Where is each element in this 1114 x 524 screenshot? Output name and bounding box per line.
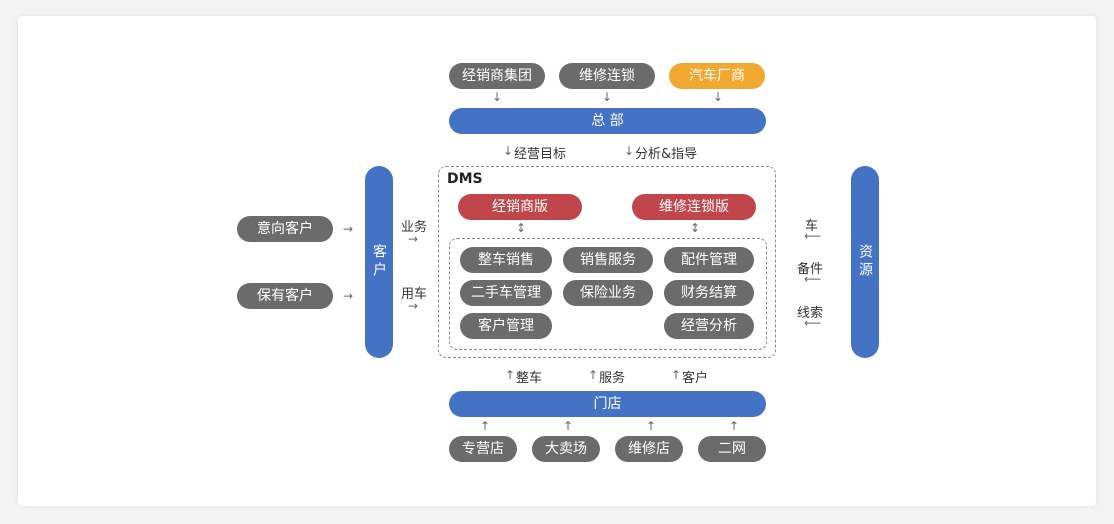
module-customer: 客户管理	[460, 313, 552, 339]
left-arrow-icon: ⟵	[804, 229, 822, 243]
up-arrow-icon: ↑	[729, 419, 740, 433]
up-arrow-icon: ↑	[646, 419, 657, 433]
edition-repair-chain: 维修连锁版	[632, 194, 756, 220]
up-arrow-icon: ↑	[480, 419, 491, 433]
store-label-service: 服务	[599, 371, 626, 386]
down-arrow-icon: ↓	[624, 144, 635, 158]
right-arrow-icon: →	[343, 289, 354, 303]
right-arrow-icon: →	[343, 222, 354, 236]
resource-bar-label: 资源	[857, 244, 873, 280]
customer-bar-label: 客户	[371, 244, 387, 280]
up-arrow-icon: ↑	[671, 368, 682, 382]
module-analytics: 经营分析	[664, 313, 754, 339]
resource-bar: 资源	[851, 166, 879, 358]
up-arrow-icon: ↑	[588, 368, 599, 382]
resource-label-parts: 备件	[797, 262, 824, 277]
left-arrow-icon: ⟵	[804, 316, 822, 330]
store-type-mall: 大卖场	[532, 436, 600, 462]
up-arrow-icon: ↑	[563, 419, 574, 433]
dms-title: DMS	[447, 171, 483, 187]
dms-box	[438, 166, 776, 358]
source-dealer-group: 经销商集团	[449, 63, 545, 89]
store-label-customer: 客户	[682, 371, 709, 386]
right-arrow-icon: →	[408, 299, 419, 313]
customer-prospect: 意向客户	[237, 216, 333, 242]
left-arrow-icon: ⟵	[804, 272, 822, 286]
modules-box	[449, 238, 767, 350]
module-sales-service: 销售服务	[563, 247, 653, 273]
store-type-repair: 维修店	[615, 436, 683, 462]
hq-label-analysis: 分析&指导	[635, 147, 698, 162]
hq-label-goals: 经营目标	[514, 147, 567, 162]
module-insurance: 保险业务	[563, 280, 653, 306]
module-vehicle-sales: 整车销售	[460, 247, 552, 273]
headquarters-bar: 总 部	[449, 108, 766, 134]
source-oem: 汽车厂商	[669, 63, 765, 89]
up-arrow-icon: ↑	[505, 368, 516, 382]
down-arrow-icon: ↓	[602, 90, 613, 104]
customer-retained: 保有客户	[237, 283, 333, 309]
edition-dealer: 经销商版	[458, 194, 582, 220]
source-repair-chain: 维修连锁	[559, 63, 655, 89]
store-label-vehicle: 整车	[516, 371, 543, 386]
store-type-secondary: 二网	[698, 436, 766, 462]
customer-label-business: 业务	[401, 220, 428, 235]
module-used-car: 二手车管理	[460, 280, 552, 306]
resource-label-leads: 线索	[797, 306, 824, 321]
down-arrow-icon: ↓	[492, 90, 503, 104]
module-parts: 配件管理	[664, 247, 754, 273]
diagram-card	[18, 16, 1096, 506]
updown-arrow-icon: ↕	[516, 221, 527, 235]
down-arrow-icon: ↓	[503, 144, 514, 158]
store-bar: 门店	[449, 391, 766, 417]
store-type-exclusive: 专营店	[449, 436, 517, 462]
module-finance: 财务结算	[664, 280, 754, 306]
resource-label-car: 车	[805, 219, 819, 234]
customer-label-usage: 用车	[401, 287, 428, 302]
down-arrow-icon: ↓	[713, 90, 724, 104]
customer-bar: 客户	[365, 166, 393, 358]
right-arrow-icon: →	[408, 232, 419, 246]
updown-arrow-icon: ↕	[690, 221, 701, 235]
